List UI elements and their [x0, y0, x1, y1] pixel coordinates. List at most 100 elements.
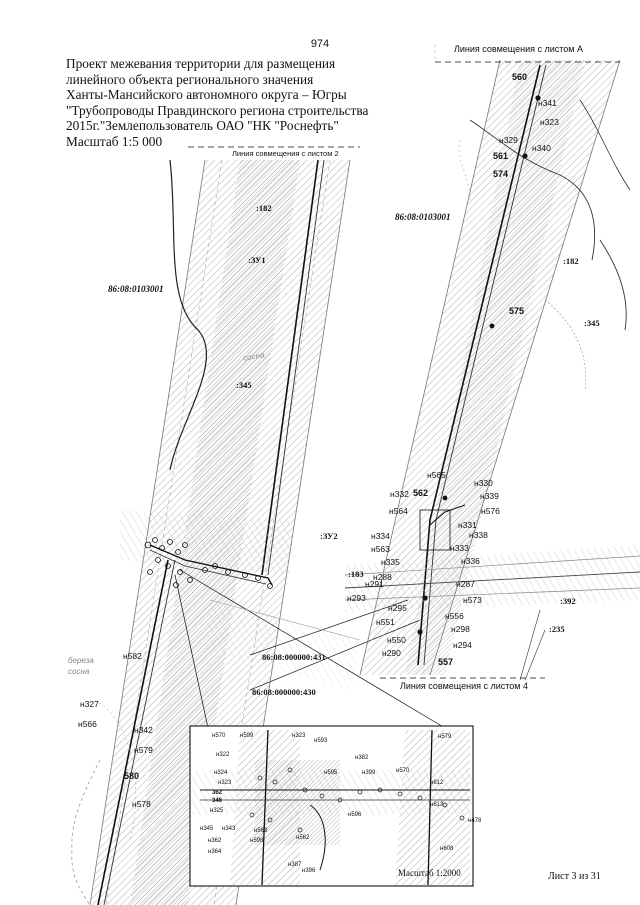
point-n565: н565 — [427, 470, 446, 480]
point-n293: н293 — [347, 593, 366, 603]
point-n330: н330 — [474, 478, 493, 488]
title-line-4: "Трубопроводы Правдинского региона строи… — [66, 102, 369, 118]
title-line-2: линейного объекта регионального значения — [66, 71, 314, 87]
inset-label-28: н608 — [440, 846, 454, 852]
inset-scale: Масштаб 1:2000 — [398, 868, 461, 878]
point-n298: н298 — [451, 624, 470, 634]
inset-label-1: н570 — [212, 733, 226, 739]
point-n291: н291 — [365, 579, 384, 589]
vegetation-label-3: сосна — [68, 667, 90, 676]
map-scale: Масштаб 1:5 000 — [66, 133, 163, 149]
point-n334: н334 — [371, 531, 390, 541]
point-n566: н566 — [78, 719, 97, 729]
inset-label-7: 362 — [212, 790, 223, 796]
right-corridor — [344, 44, 640, 681]
inset-label-24: н570 — [396, 768, 410, 774]
parcel-zu1: :ЗУ1 — [248, 255, 266, 265]
parcel-183: :183 — [348, 569, 364, 579]
cadastral-left: 86:08:0103001 — [108, 284, 164, 294]
point-n564: н564 — [389, 506, 408, 516]
sheet-link-4: Линия совмещения с листом 4 — [400, 681, 528, 691]
inset-label-27: н478 — [468, 818, 482, 824]
inset-label-12: н362 — [208, 838, 222, 844]
inset-label-18: н593 — [314, 738, 328, 744]
point-557: 557 — [438, 657, 454, 667]
inset-label-16: н396 — [302, 868, 316, 874]
inset-frame — [189, 725, 474, 887]
inset-label-11: н343 — [222, 826, 236, 832]
point-n338: н338 — [469, 530, 488, 540]
point-n333: н333 — [450, 543, 469, 553]
point-n336: н336 — [461, 556, 480, 566]
title-line-5: 2015г."Землепользователь ОАО "НК "Роснеф… — [66, 118, 339, 133]
point-574: 574 — [493, 169, 509, 179]
terrain-line — [469, 119, 596, 261]
inset-label-9: н325 — [210, 808, 224, 814]
inset-label-13: н364 — [208, 849, 222, 855]
inset-label-14: н598 — [250, 838, 264, 844]
parcel-392: :392 — [560, 596, 576, 606]
title-line-3: Ханты-Мансийского автономного округа – Ю… — [66, 87, 347, 102]
point-n550: н550 — [387, 635, 406, 645]
inset-label-26: н613 — [430, 802, 444, 808]
point-n329: н329 — [499, 135, 518, 145]
sheet-footer: Лист 3 из 31 — [548, 871, 601, 882]
point-n340: н340 — [532, 143, 551, 153]
title-block: Проект межевания территории для размещен… — [66, 56, 406, 149]
left-corridor — [71, 159, 446, 905]
point-n290: н290 — [382, 648, 401, 658]
sheet-link-a: Линия совмещения с листом А — [454, 44, 583, 54]
crossing-band — [345, 545, 640, 612]
junction-cluster — [144, 537, 273, 589]
cadastral-right: 86:08:0103001 — [395, 212, 451, 222]
inset-label-3: н323 — [292, 733, 306, 739]
point-n551: н551 — [376, 617, 395, 627]
inset-label-8: 346 — [212, 798, 223, 804]
parcel-zu2: :ЗУ2 — [320, 531, 338, 541]
pipeline-right — [429, 64, 541, 521]
parcel-182-right: :182 — [563, 256, 579, 266]
parcel-235: :235 — [549, 624, 565, 634]
point-n342: н342 — [134, 725, 153, 735]
point-n582: н582 — [123, 651, 142, 661]
point-n339: н339 — [480, 491, 499, 501]
inset-label-20: н595 — [324, 770, 338, 776]
inset-label-19: н562 — [296, 835, 310, 841]
right-nodes — [417, 95, 541, 635]
inset-label-25: н612 — [430, 780, 444, 786]
inset-label-5: н324 — [214, 770, 228, 776]
point-n563: н563 — [371, 544, 390, 554]
page-number: 974 — [310, 38, 330, 50]
vegetation-label-2: береза — [68, 656, 94, 665]
inset-label-22: н399 — [362, 770, 376, 776]
cadastral-431: 86:08:000000:431 — [262, 652, 326, 662]
point-580: 580 — [124, 771, 140, 781]
point-n327: н327 — [80, 699, 99, 709]
inset-label-29: н579 — [438, 734, 452, 740]
point-n287: н287 — [456, 579, 475, 589]
pipeline-zu1 — [261, 159, 319, 576]
point-n573: н573 — [463, 595, 482, 605]
parcel-182-left: :182 — [256, 203, 272, 213]
point-562: 562 — [413, 488, 429, 498]
inset-label-15: н387 — [288, 862, 302, 868]
point-n323: н323 — [540, 117, 559, 127]
point-n295: н295 — [388, 603, 407, 613]
inset-label-4: н322 — [216, 752, 230, 758]
point-n332: н332 — [390, 489, 409, 499]
inset-label-23: н596 — [348, 812, 362, 818]
point-n578: н578 — [132, 799, 151, 809]
point-n576: н576 — [481, 506, 500, 516]
point-n294: н294 — [453, 640, 472, 650]
point-n556: н556 — [445, 611, 464, 621]
inset-label-6: н323 — [218, 780, 232, 786]
point-n331: н331 — [458, 520, 477, 530]
inset-label-21: н382 — [355, 755, 369, 761]
point-561: 561 — [493, 151, 509, 161]
parcel-345-right: :345 — [584, 318, 600, 328]
point-575: 575 — [509, 306, 525, 316]
inset-label-10: н345 — [200, 826, 214, 832]
sheet-link-2: Линия совмещения с листом 2 — [232, 149, 339, 158]
point-560: 560 — [512, 72, 528, 82]
point-n579: н579 — [134, 745, 153, 755]
